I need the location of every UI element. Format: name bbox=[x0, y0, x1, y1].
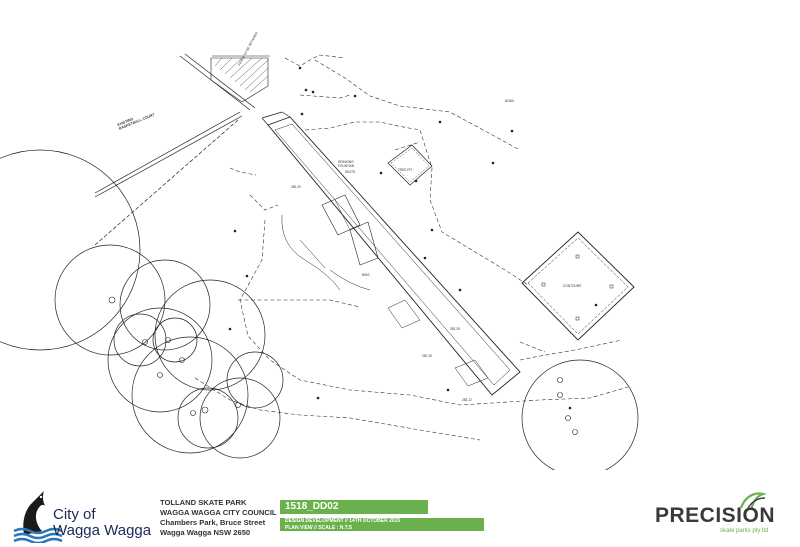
site-boundary bbox=[94, 53, 270, 246]
project-address: Chambers Park, Bruce Street bbox=[160, 518, 266, 527]
project-suburb: Wagga Wagga NSW 2650 bbox=[160, 528, 251, 537]
fence-enclosure bbox=[387, 144, 433, 186]
precision-swoosh-icon bbox=[739, 492, 767, 511]
label-contours: CONTOURS bbox=[563, 284, 581, 288]
project-info: TOLLAND SKATE PARK WAGGA WAGGA CITY COUN… bbox=[160, 498, 278, 538]
spot-level: 282.25 bbox=[422, 354, 432, 358]
label-basketball: EXISTINGBASKETBALL COURT bbox=[117, 109, 156, 131]
contour-lines bbox=[194, 54, 629, 441]
project-client: WAGGA WAGGA CITY COUNCIL bbox=[160, 508, 277, 517]
stage-line-1: DESIGN DEVELOPMENT // 14TH OCTOBER 2015 bbox=[285, 518, 401, 524]
label-seats: SEATS bbox=[345, 170, 355, 174]
company-name: PRECISION bbox=[655, 504, 776, 527]
tree-markers bbox=[108, 296, 578, 435]
label-bins: BINS bbox=[362, 273, 369, 277]
site-plan-drawing: EXISTINGBASKETBALL COURT FENCE TO BE RET… bbox=[0, 31, 639, 470]
drawing-number: 1518_DD02 bbox=[280, 500, 428, 514]
pit-enclosure bbox=[521, 231, 635, 341]
company-subtitle: skate parks pty ltd bbox=[720, 528, 769, 534]
spot-level: 283.12 bbox=[462, 398, 472, 402]
spot-level: 282.20 bbox=[291, 185, 301, 189]
spot-level: 282.28 bbox=[450, 327, 460, 331]
stage-line-2: PLAN VIEW // SCALE : N.T.S bbox=[285, 524, 352, 531]
survey-points bbox=[228, 66, 598, 410]
label-tree-pit: TREE PIT bbox=[398, 168, 412, 172]
hatched-building bbox=[210, 57, 269, 103]
label-fence: FENCE TO BE RETAINED bbox=[237, 31, 259, 67]
tree-canopies bbox=[0, 149, 639, 470]
council-logo-city-of: City of bbox=[53, 506, 96, 523]
drawing-stage: DESIGN DEVELOPMENT // 14TH OCTOBER 2015 … bbox=[280, 518, 484, 531]
council-logo-city-name: Wagga Wagga bbox=[53, 522, 152, 539]
skate-park-footprint bbox=[261, 111, 521, 396]
project-name: TOLLAND SKATE PARK bbox=[160, 498, 247, 507]
council-logo-icon bbox=[13, 491, 63, 543]
label-bowl: BOWL bbox=[505, 99, 515, 103]
